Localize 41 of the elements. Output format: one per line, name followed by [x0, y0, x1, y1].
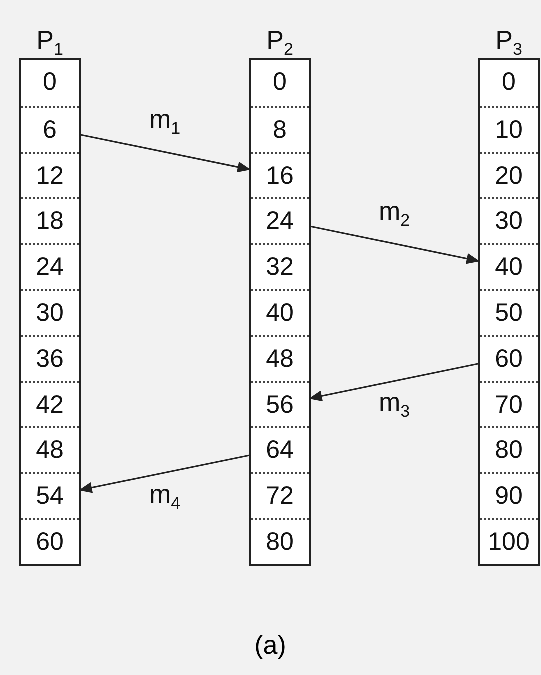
clock-value: 48 — [21, 426, 79, 472]
edge-label: m$_{1}$ — [150, 104, 181, 140]
clock-value: 80 — [480, 426, 538, 472]
clock-value: 42 — [21, 380, 79, 426]
clock-value: 24 — [21, 243, 79, 289]
edge-label: m$_{4}$ — [150, 478, 181, 516]
clock-value: 12 — [21, 152, 79, 198]
process-label: P$_{3}$ — [494, 24, 524, 58]
clock-value: 100 — [480, 518, 538, 564]
clock-value: 10 — [480, 106, 538, 152]
edge-label: m$_{3}$ — [379, 387, 410, 424]
clock-value: 54 — [21, 472, 79, 518]
clock-value: 40 — [251, 288, 309, 335]
clock-value: 90 — [480, 472, 538, 518]
edge-label: m$_{2}$ — [379, 196, 410, 232]
clock-value: 64 — [251, 426, 309, 472]
clock-value: 18 — [21, 197, 79, 244]
clock-value: 56 — [251, 380, 309, 426]
clock-value: 60 — [21, 518, 79, 564]
clock-value: 16 — [251, 152, 309, 198]
clock-value: 0 — [480, 60, 538, 106]
clock-value: 24 — [251, 197, 309, 244]
clock-value: 30 — [21, 288, 79, 335]
clock-value: 40 — [480, 243, 538, 289]
clock-value: 32 — [251, 243, 309, 289]
clock-value: 36 — [21, 334, 79, 381]
clock-value: 20 — [480, 152, 538, 198]
process-label: P$_{2}$ — [266, 24, 294, 58]
clock-value: 50 — [480, 288, 538, 335]
clock-value: 72 — [251, 472, 309, 518]
clock-value: 48 — [251, 334, 309, 381]
clock-value: 80 — [251, 518, 309, 564]
clock-value: 30 — [480, 197, 538, 244]
clock-value: 60 — [480, 334, 538, 381]
clock-value: 8 — [251, 106, 309, 152]
process-label: P$_{1}$ — [36, 24, 64, 58]
clock-value: 70 — [480, 380, 538, 426]
clock-value: 6 — [21, 106, 79, 152]
clock-value: 0 — [251, 60, 309, 106]
caption: (a) — [254, 630, 288, 661]
clock-value: 0 — [21, 60, 79, 106]
